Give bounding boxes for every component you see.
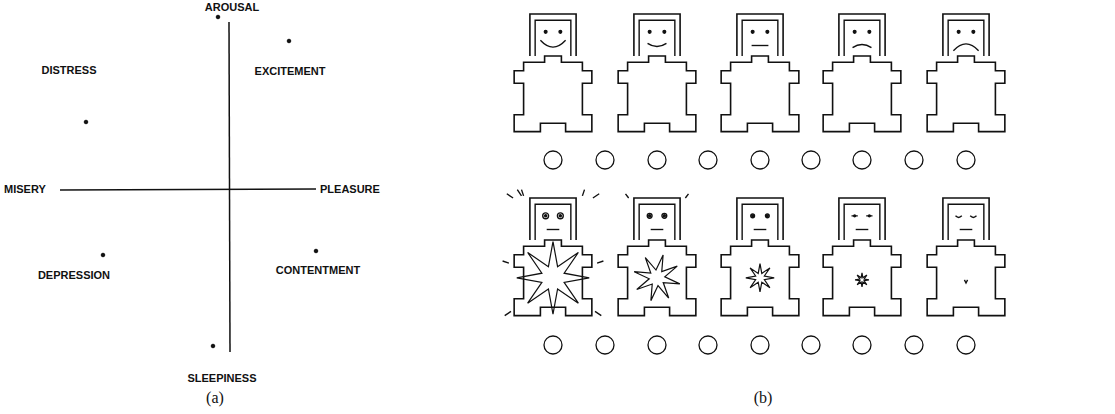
valence-row (514, 14, 1005, 132)
panel-label: (b) (754, 390, 773, 406)
quadrant-label: CONTENTMENT (276, 265, 360, 276)
panel-label: (a) (206, 390, 224, 406)
quadrant-label: EXCITEMENT (255, 66, 326, 77)
axis-label: SLEEPINESS (187, 373, 256, 384)
rating-circles (544, 151, 975, 354)
arousal-row (503, 190, 1005, 316)
axis-label: PLEASURE (320, 184, 380, 195)
quadrant-label: DEPRESSION (38, 270, 110, 281)
axis-label: AROUSAL (205, 2, 259, 13)
quadrant-label: DISTRESS (41, 65, 96, 76)
axis-label: MISERY (4, 184, 46, 195)
